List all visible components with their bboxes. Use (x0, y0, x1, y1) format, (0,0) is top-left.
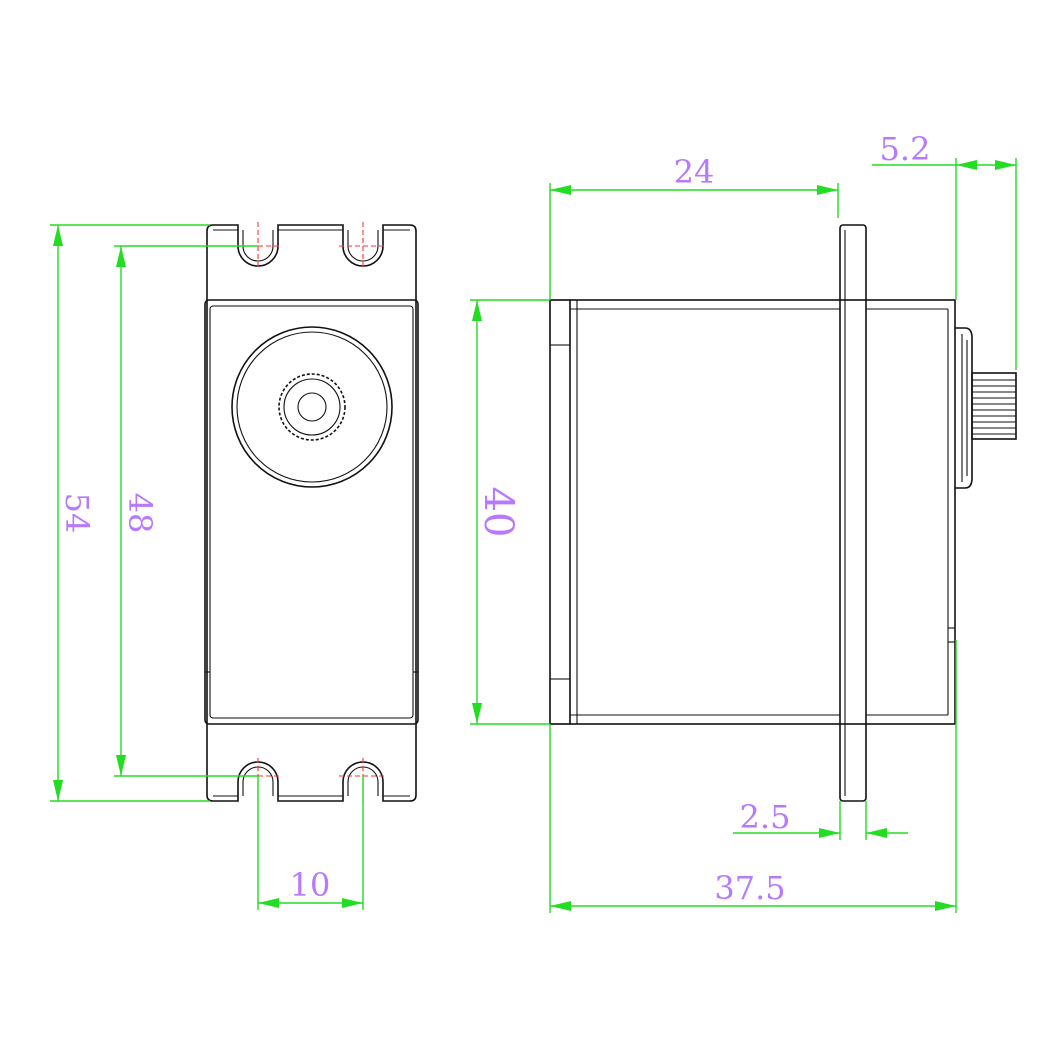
dimension-hole-spacing-horizontal: 10 (257, 776, 364, 910)
side-view (549, 224, 1017, 802)
side-output-collar (955, 327, 973, 489)
output-hub-inner-circle (236, 331, 388, 483)
output-spline-root (283, 378, 341, 436)
output-hub-outer-circle (231, 326, 393, 488)
front-body-inner (209, 305, 414, 719)
output-spline-gear (278, 373, 346, 441)
side-output-spline (971, 372, 1017, 440)
side-back-tab-top (549, 299, 571, 346)
front-body (204, 299, 419, 725)
side-back-tab-bottom (549, 678, 571, 725)
side-body (549, 299, 956, 725)
dimension-overall-height: 54 (50, 224, 210, 802)
dimension-flange-to-back: 24 (549, 153, 839, 300)
dimension-label-48: 48 (121, 493, 159, 534)
dimension-label-24: 24 (674, 153, 715, 191)
dimension-label-54: 54 (58, 493, 96, 534)
dimension-flange-thickness: 2.5 (733, 798, 908, 840)
front-slot-inner-top-left (242, 230, 274, 262)
dimension-overall-length: 37.5 (549, 640, 957, 913)
dimension-body-height: 40 (470, 299, 550, 725)
dimension-label-40: 40 (475, 487, 521, 538)
dimension-label-5-2: 5.2 (880, 130, 931, 168)
output-spline-bore (297, 392, 327, 422)
dimension-hole-spacing-vertical: 48 (114, 245, 258, 777)
side-output-spline-teeth (972, 379, 1016, 435)
front-slot-inner-top-right (347, 230, 379, 262)
side-mounting-flange (839, 224, 867, 802)
front-mounting-plate-outline (206, 224, 417, 802)
dimension-label-10: 10 (290, 866, 331, 904)
dimension-label-37-5: 37.5 (714, 869, 785, 907)
front-view (204, 222, 419, 806)
dimension-spline-length: 5.2 (872, 130, 1017, 370)
dimension-label-2-5: 2.5 (740, 798, 791, 836)
